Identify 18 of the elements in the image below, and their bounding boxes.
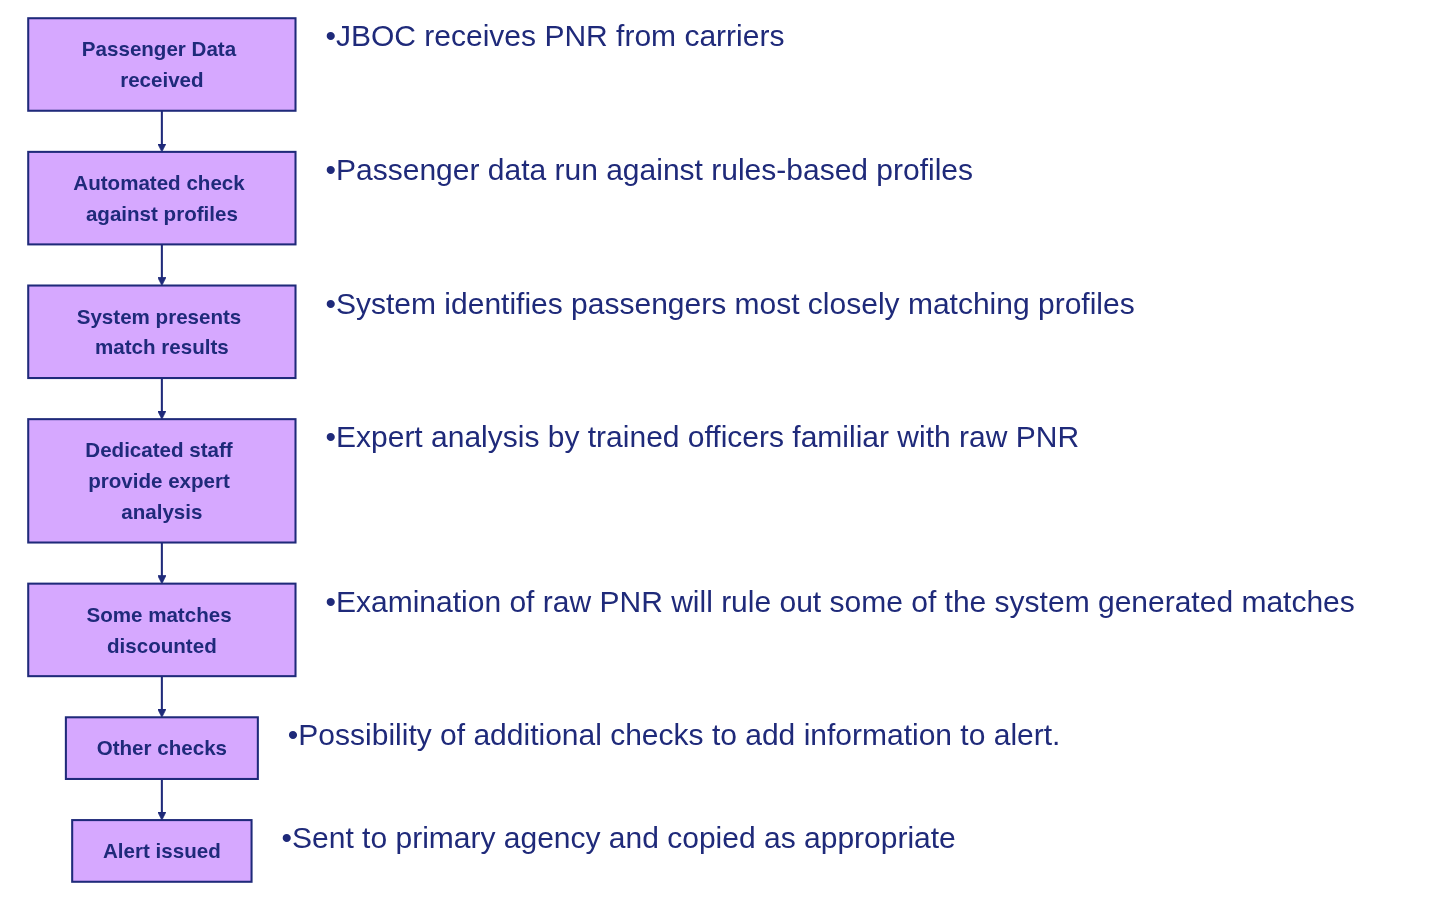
description-text: •Examination of raw PNR will rule out some of the system generated matches: [325, 583, 1355, 620]
description-text: •Possibility of additional checks to add information to alert.: [287, 717, 1061, 754]
arrow: [157, 244, 167, 286]
arrow: [157, 378, 167, 420]
description-text: •Expert analysis by trained officers familiar with raw PNR: [325, 419, 1080, 456]
process-box: Dedicated staff provide expert analysis: [27, 418, 297, 544]
process-box: Alert issued: [71, 819, 253, 883]
process-box: System presents match results: [27, 284, 297, 380]
process-box: Other checks: [64, 716, 259, 780]
arrow: [157, 676, 167, 718]
process-box: Passenger Data received: [27, 17, 297, 112]
description-text: •System identifies passengers most closely matching profiles: [325, 285, 1135, 322]
process-box: Some matches discounted: [27, 582, 297, 678]
description-text: •Passenger data run against rules-based profiles: [325, 151, 974, 188]
arrow: [157, 778, 167, 821]
description-text: •Sent to primary agency and copied as appropriate: [281, 820, 956, 857]
process-box: Automated check against profiles: [27, 150, 297, 246]
description-text: •JBOC receives PNR from carriers: [325, 18, 785, 55]
